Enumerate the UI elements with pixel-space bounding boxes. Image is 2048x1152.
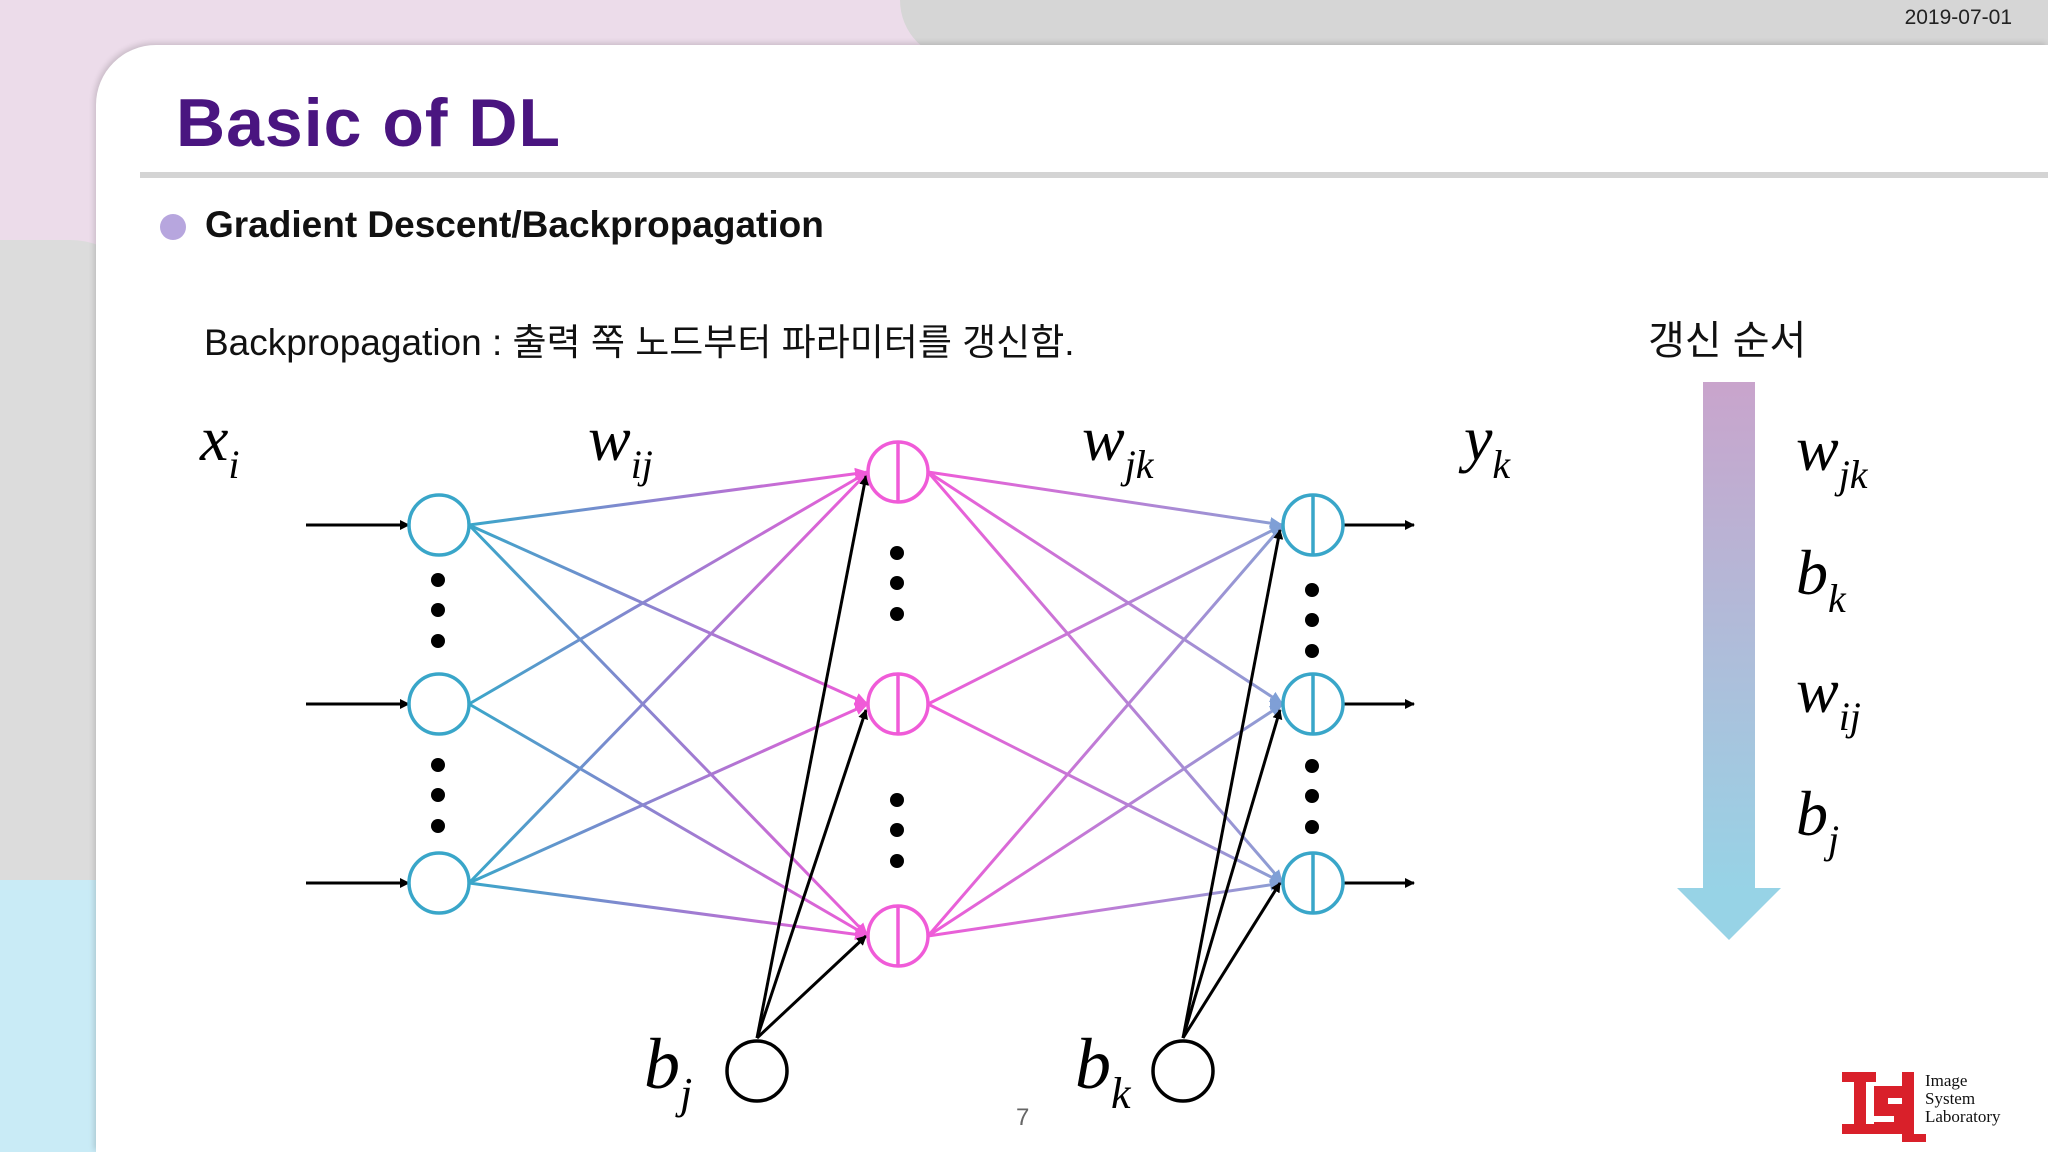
logo-text: Image System Laboratory [1925,1072,2001,1126]
input-layer [407,493,471,915]
bias-hidden-arrows [755,475,870,1040]
label-output-y: yk [1458,403,1511,487]
bias-output-node [1151,1039,1215,1103]
ellipsis-dots [431,546,1319,868]
input-arrows [306,520,410,888]
label-weight-jk: wjk [1082,403,1155,487]
input-node [407,851,471,915]
slide-title: Basic of DL [176,85,562,161]
update-order-title: 갱신 순서 [1648,319,1807,363]
input-node [407,493,471,557]
logo-line: Image [1925,1071,1968,1090]
order-item-1: wjk [1796,413,1869,497]
input-node [407,672,471,736]
input-hidden-weights [467,467,870,941]
logo-line: Laboratory [1925,1107,2001,1126]
page-number: 7 [1016,1104,1030,1131]
label-bias-k: bk [1075,1024,1132,1118]
slide-date: 2019-07-01 [1904,6,2012,29]
label-weight-ij: wij [588,403,653,487]
label-bias-j: bj [644,1024,692,1118]
output-layer [1281,493,1345,915]
order-item-4: bj [1796,778,1839,862]
section-heading: Gradient Descent/Backpropagation [205,204,824,245]
update-order-arrow [1677,382,1781,940]
order-item-2: bk [1796,537,1847,621]
logo-line: System [1925,1089,1976,1108]
output-arrows [1343,520,1415,888]
hidden-output-weights [926,470,1285,938]
order-item-3: wij [1796,655,1861,739]
hidden-layer [866,440,930,968]
bias-output-arrows [1181,529,1284,1039]
isl-logo-icon [1842,1072,1926,1142]
bias-hidden-node [725,1039,789,1103]
title-divider [140,172,2048,178]
bullet-dot [160,214,186,240]
label-input-x: xi [199,403,240,487]
backprop-description: Backpropagation : 출력 쪽 노드부터 파라미터를 갱신함. [204,322,1075,363]
